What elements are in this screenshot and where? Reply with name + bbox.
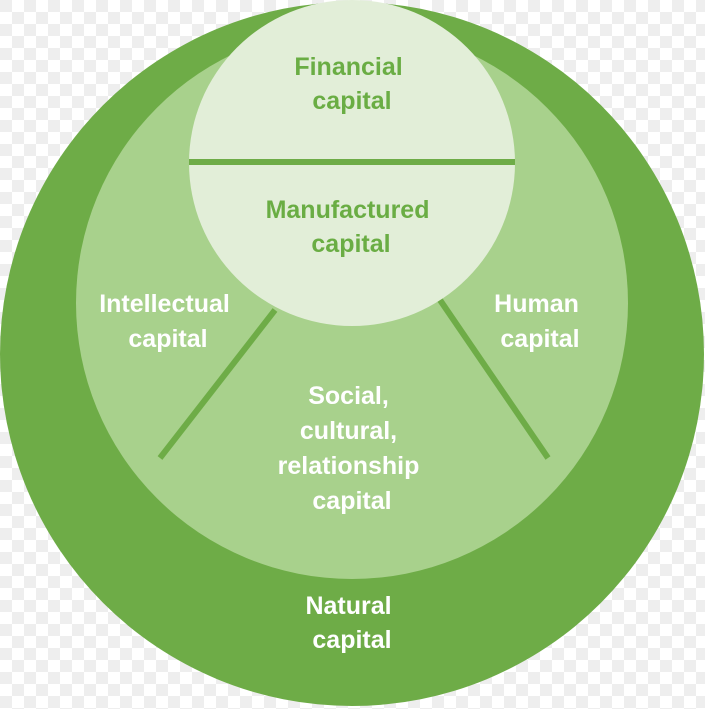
natural-capital-label: Natural capital: [305, 592, 398, 654]
divider-intellectual-social: [157, 308, 278, 460]
social-capital-label: Social, cultural, relationship capital: [278, 382, 427, 515]
manufactured-capital-label: Manufactured capital: [266, 196, 437, 258]
financial-capital-label: Financial capital: [294, 53, 409, 115]
human-capital-label: Human capital: [494, 290, 586, 353]
divider-social-human: [437, 298, 551, 460]
intellectual-capital-label: Intellectual capital: [99, 290, 237, 353]
